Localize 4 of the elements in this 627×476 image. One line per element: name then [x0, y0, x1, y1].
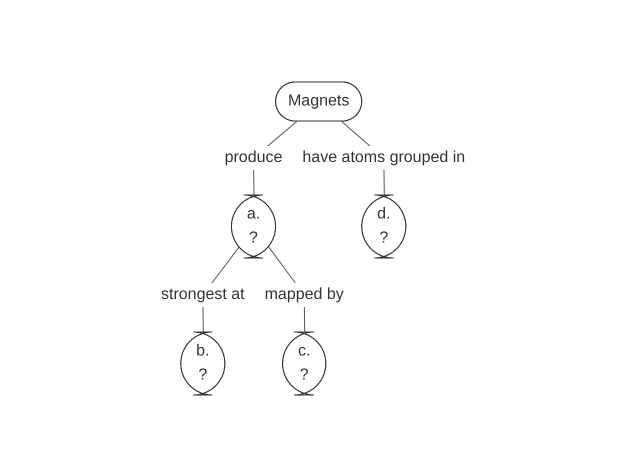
- edge-label: produce: [224, 148, 283, 166]
- edge-label: strongest at: [161, 285, 246, 302]
- edge-label: have atoms grouped in: [302, 148, 466, 166]
- edge-label: mapped by: [265, 285, 344, 302]
